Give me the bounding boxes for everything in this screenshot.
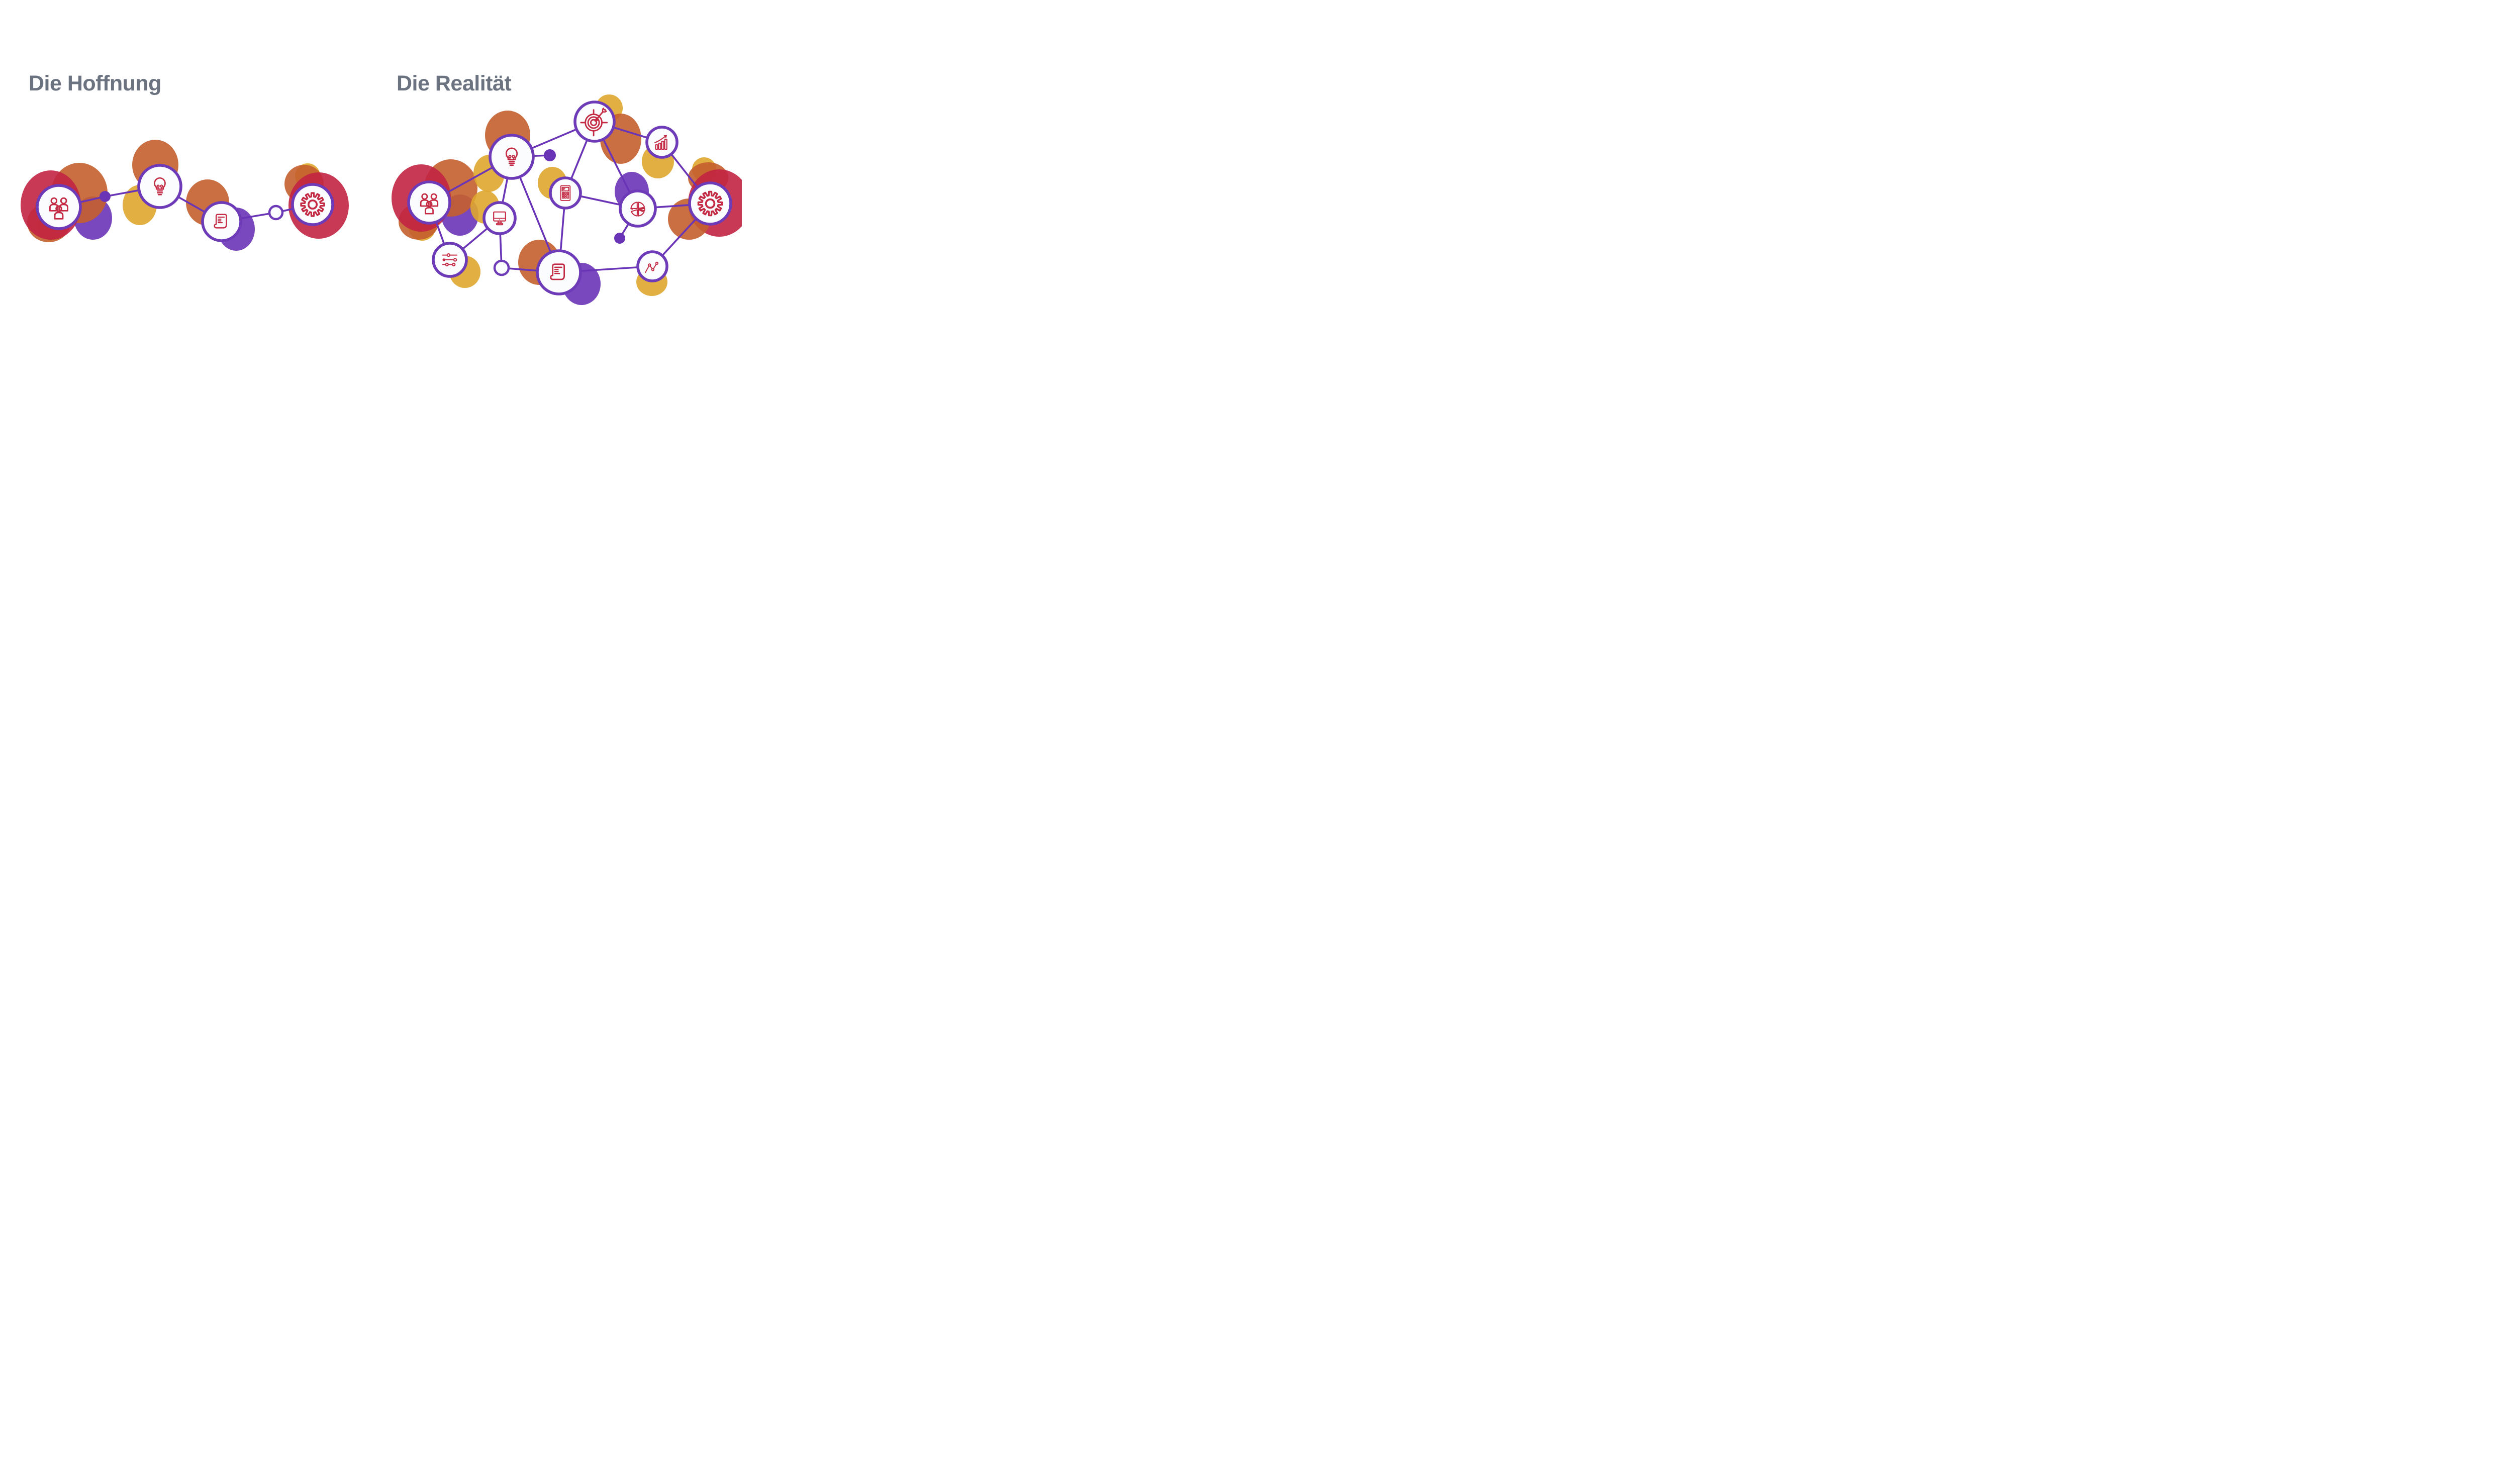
connector-dot [100, 191, 111, 202]
title-hope: Die Hoffnung [29, 71, 161, 95]
connector-ring [493, 259, 510, 276]
infographic-stage: Die Hoffnung Die Realität [0, 0, 742, 371]
node-reality-scroll [536, 249, 582, 295]
node-reality-team [407, 180, 451, 225]
network-diagrams [21, 94, 742, 305]
icon-nodes [36, 101, 732, 295]
node-circle [636, 250, 668, 282]
connector-dots [100, 149, 625, 276]
node-circle [201, 201, 242, 242]
connector-dot [614, 233, 625, 244]
node-reality-target [573, 101, 616, 143]
node-circle [688, 181, 732, 226]
node-circle [291, 183, 334, 226]
node-hope-team [36, 184, 82, 230]
node-reality-sliders [432, 242, 468, 278]
node-circle [536, 249, 582, 295]
node-reality-bulb [489, 134, 535, 180]
node-circle [489, 134, 535, 180]
node-reality-monitor [482, 201, 517, 235]
node-circle [573, 101, 616, 143]
node-circle [36, 184, 82, 230]
node-circle [549, 176, 582, 210]
node-reality-pie [619, 189, 657, 228]
node-reality-growth [645, 126, 679, 159]
node-circle [407, 180, 451, 225]
connector-ring [268, 205, 284, 221]
connector-dot [544, 149, 556, 161]
node-circle [137, 164, 182, 209]
node-reality-gear [688, 181, 732, 226]
node-reality-chart [636, 250, 668, 282]
node-hope-gear [291, 183, 334, 226]
title-reality: Die Realität [397, 71, 512, 95]
node-hope-bulb [137, 164, 182, 209]
node-hope-scroll [201, 201, 242, 242]
node-reality-calc [549, 176, 582, 210]
